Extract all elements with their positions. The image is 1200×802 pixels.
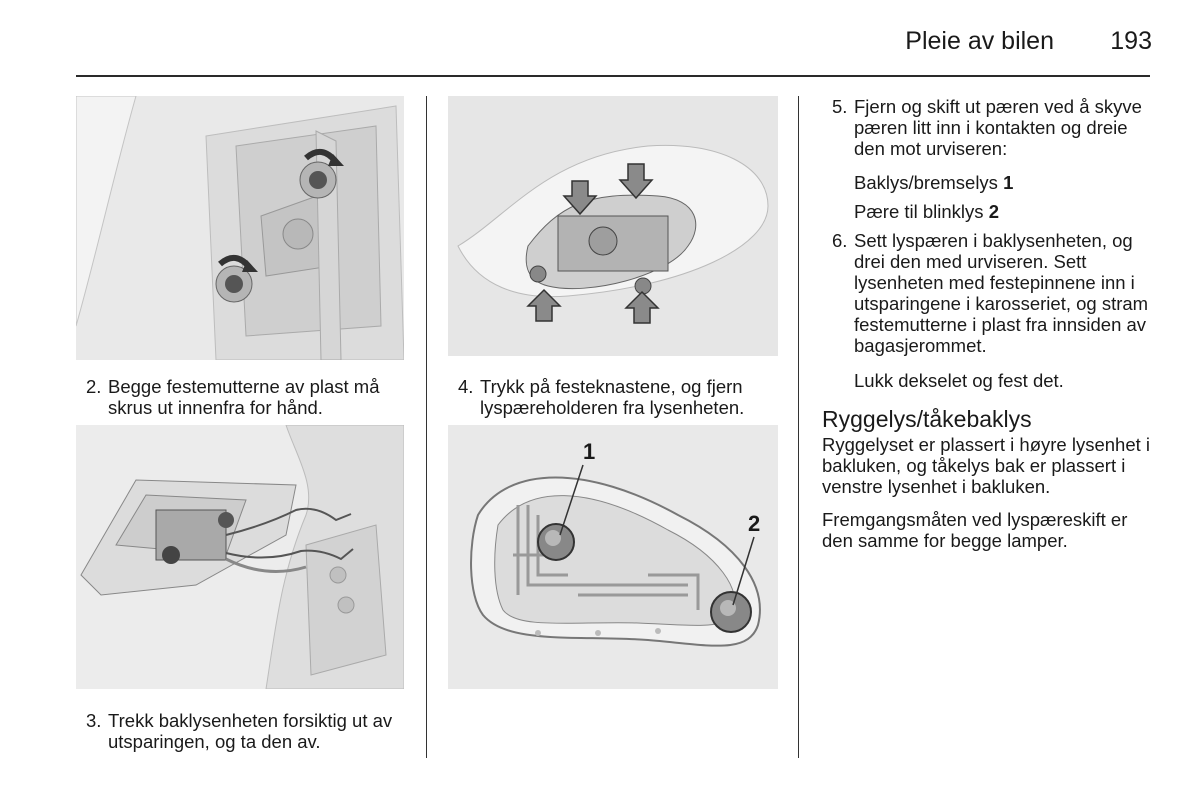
header-rule [76,75,1150,77]
item-tail-brake-light-label: Baklys/bremselys [854,172,998,193]
item-turn-signal-bulb-ref: 2 [988,201,999,222]
page-header-title: Pleie av bilen [905,27,1054,55]
step-2-text: Begge festemutterne av plast må skrus ut… [108,376,380,418]
step-6-text: Sett lyspæren i baklysenheten, og drei d… [854,230,1149,356]
step-3-text: Trekk baklysenheten forsiktig ut av utsp… [108,710,393,752]
figure-remove-tail-light-illustration [76,425,404,689]
figure-press-tabs-illustration [448,96,778,356]
paragraph-location: Ryggelyset er plassert i høyre lysenhet … [822,434,1150,497]
close-cover-text: Lukk dekselet og fest det. [854,370,1064,391]
figure-plastic-nuts [76,96,404,360]
item-tail-brake-light: Baklys/bremselys 1 [854,172,1013,193]
step-3: 3. Trekk baklysenheten forsiktig ut av u… [86,710,406,752]
figure-press-tabs [448,96,778,356]
step-6-number: 6. [832,230,848,251]
step-6: 6. Sett lyspæren i baklysenheten, og dre… [832,230,1152,356]
step-2: 2. Begge festemutterne av plast må skrus… [86,376,406,418]
figure-bulb-holder: 1 2 [448,425,778,689]
section-heading: Ryggelys/tåkebaklys [822,406,1032,432]
callout-2: 2 [748,511,761,536]
item-tail-brake-light-ref: 1 [1003,172,1014,193]
step-4: 4. Trykk på festeknastene, og fjern lysp… [458,376,783,418]
step-3-number: 3. [86,710,102,731]
step-5-text: Fjern og skift ut pæren ved å skyve pære… [854,96,1142,159]
item-turn-signal-bulb-label: Pære til blinklys [854,201,984,222]
step-2-number: 2. [86,376,102,397]
step-4-number: 4. [458,376,474,397]
column-divider-right [798,96,799,758]
column-divider-left [426,96,427,758]
figure-remove-tail-light [76,425,404,689]
step-5-number: 5. [832,96,848,117]
step-4-text: Trykk på festeknastene, og fjern lyspære… [480,376,745,418]
figure-plastic-nuts-illustration [76,96,404,360]
page-number: 193 [1110,27,1152,55]
callout-1: 1 [583,439,596,464]
paragraph-procedure: Fremgangsmåten ved lyspæreskift er den s… [822,509,1128,551]
figure-bulb-holder-illustration [448,425,778,689]
step-5: 5. Fjern og skift ut pæren ved å skyve p… [832,96,1152,159]
item-turn-signal-bulb: Pære til blinklys 2 [854,201,999,222]
